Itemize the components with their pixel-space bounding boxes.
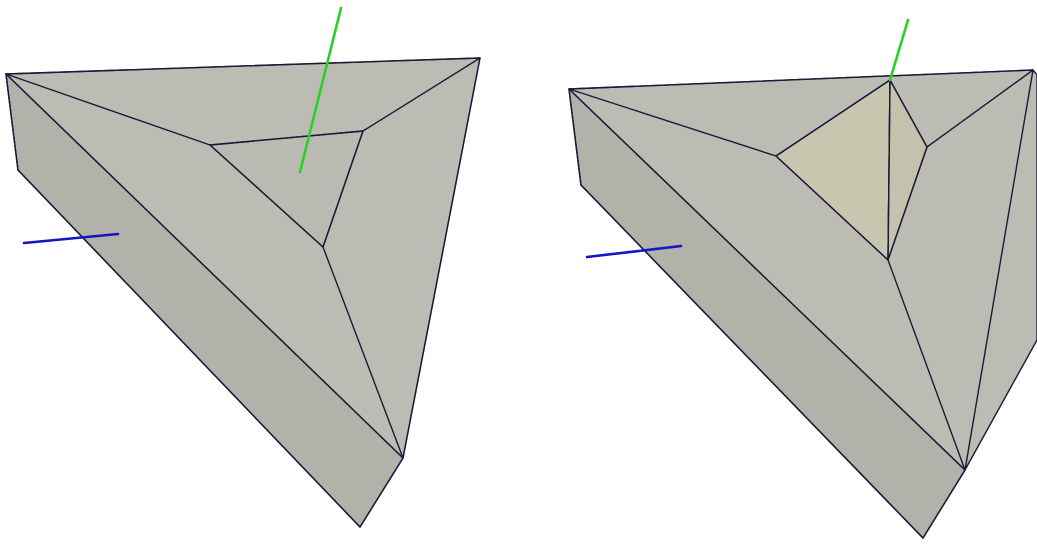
viewport-right[interactable] — [518, 0, 1037, 544]
mesh-edges — [568, 69, 1034, 539]
z-axis-line — [585, 244, 683, 259]
mesh-canvas-left[interactable] — [0, 0, 518, 544]
y-axis-line — [298, 6, 343, 174]
mesh-edges — [5, 57, 481, 528]
mesh-top-face — [5, 57, 481, 528]
viewport-left[interactable] — [0, 0, 518, 544]
z-axis-line — [22, 232, 120, 245]
mesh-canvas-right[interactable] — [518, 0, 1037, 544]
y-axis-line — [888, 18, 910, 82]
